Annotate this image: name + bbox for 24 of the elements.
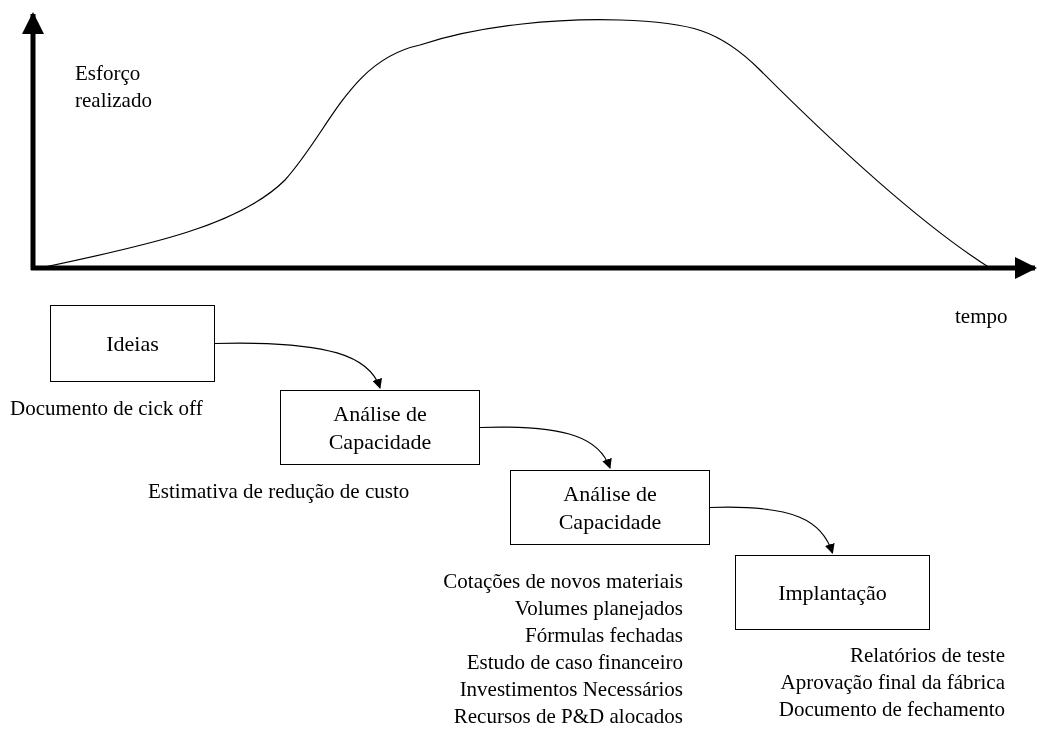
- deliverable-text: Recursos de P&D alocados: [453, 703, 683, 730]
- deliverable-text: Estimativa de redução de custo: [148, 478, 410, 505]
- process-box: [280, 390, 480, 465]
- arrow: [479, 426, 612, 469]
- box-title: Ideias: [105, 329, 160, 358]
- deliverable-text: Investimentos Necessários: [459, 676, 683, 703]
- deliverable-text: Aprovação final da fábrica: [780, 669, 1005, 696]
- deliverable-text: Documento de cick off: [10, 395, 203, 422]
- process-box: [50, 305, 215, 382]
- deliverable-text: Documento de fechamento: [778, 696, 1005, 723]
- axis-label: tempo: [955, 303, 1009, 330]
- deliverable-text: Estudo de caso financeiro: [466, 649, 683, 676]
- arrow: [214, 342, 382, 389]
- box-title: Análise de Capacidade: [327, 400, 433, 455]
- axis-label: Esforço realizado: [75, 60, 153, 114]
- box-title: Análise de Capacidade: [557, 480, 663, 535]
- process-box: [510, 470, 710, 545]
- deliverable-text: Cotações de novos materiais: [443, 568, 683, 595]
- process-box: [735, 555, 930, 630]
- deliverable-text: Fórmulas fechadas: [524, 622, 683, 649]
- box-title: Implantação: [777, 578, 888, 607]
- deliverable-text: Volumes planejados: [514, 595, 683, 622]
- deliverable-text: Relatórios de teste: [849, 642, 1005, 669]
- arrow: [709, 506, 834, 554]
